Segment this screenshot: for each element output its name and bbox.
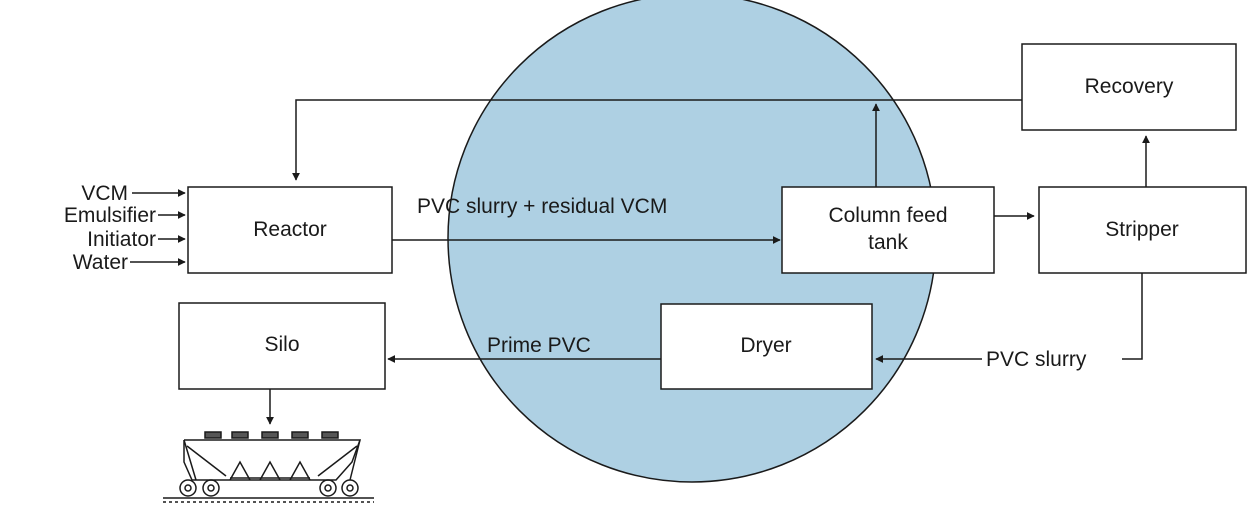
flow-label-prime-pvc: Prime PVC [487,334,591,357]
stripper-box [1038,186,1247,274]
dryer-box [660,303,873,390]
column-feed-tank-box [781,186,995,274]
input-arrows [130,189,186,266]
reactor-box [187,186,393,274]
recovery-box [1021,43,1237,131]
dryer-label: Dryer [740,334,791,357]
input-label-initiator: Initiator [87,228,156,251]
input-label-water: Water [73,251,128,274]
silo-label: Silo [264,333,299,356]
silo-box [178,302,386,390]
column-feed-label-line2: tank [868,231,908,254]
input-label-emulsifier: Emulsifier [64,204,156,227]
flow-recovery-to-reactor [292,99,1022,181]
stripper-label: Stripper [1105,218,1179,241]
flow-label-pvc-slurry: PVC slurry [986,348,1087,371]
hopper-rail-car-icon [163,431,374,503]
column-feed-label-line1: Column feed [828,204,947,227]
input-label-vcm: VCM [81,182,128,205]
flow-stripper-to-dryer-line [1122,273,1143,360]
recovery-label: Recovery [1085,75,1174,98]
reactor-label: Reactor [253,218,327,241]
flow-label-slurry-residual-vcm: PVC slurry + residual VCM [417,195,667,218]
